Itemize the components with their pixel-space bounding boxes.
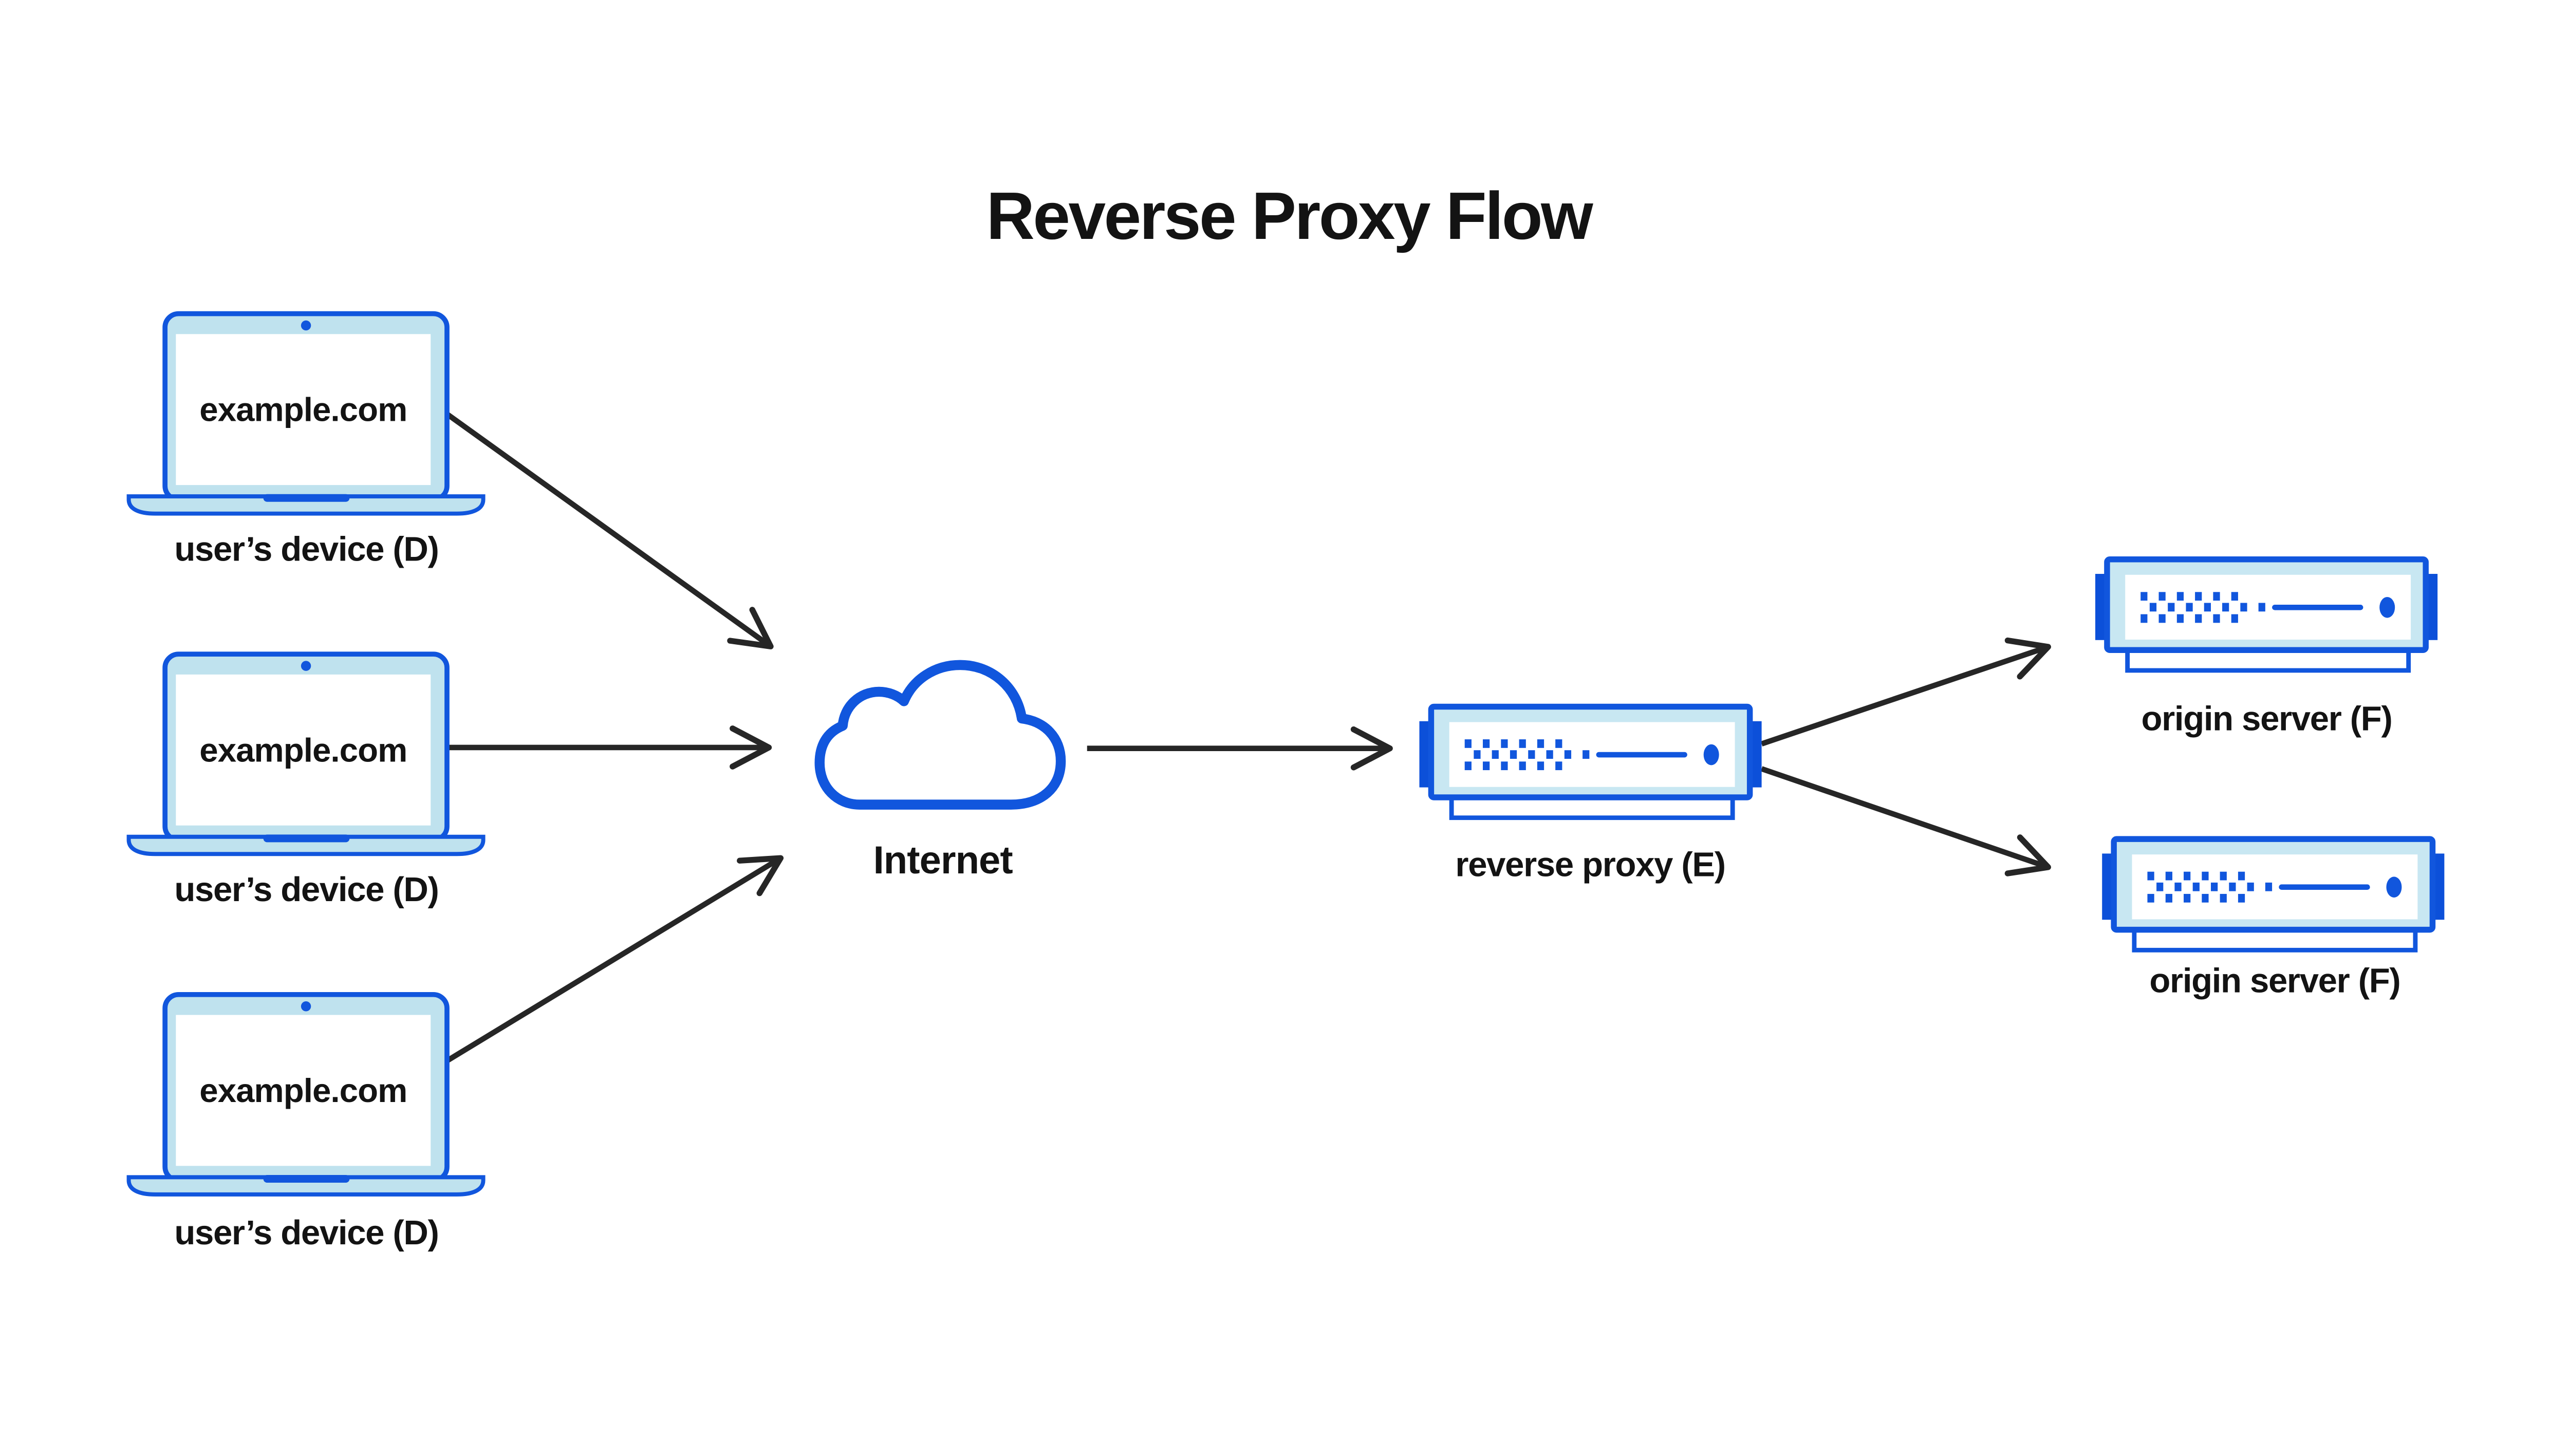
device-label: user’s device (D) [174, 1214, 438, 1252]
device-screen-text: example.com [199, 1072, 407, 1109]
device-label: user’s device (D) [174, 530, 438, 568]
page-title: Reverse Proxy Flow [986, 178, 1594, 253]
origin-server-1: origin server (F) [2095, 559, 2437, 738]
server-icon [2102, 839, 2444, 950]
reverse-proxy-node: reverse proxy (E) [1419, 707, 1761, 884]
device-label: user’s device (D) [174, 870, 438, 909]
server-icon [2095, 559, 2437, 670]
user-device-3: example.com user’s device (D) [129, 995, 483, 1252]
internet-node: Internet [814, 660, 1066, 882]
reverse-proxy-label: reverse proxy (E) [1455, 846, 1725, 884]
user-device-1: example.com user’s device (D) [129, 314, 483, 568]
origin-server-label: origin server (F) [2149, 961, 2400, 1000]
flow-arrows [442, 409, 2051, 1063]
arrow-device1-to-internet [442, 409, 774, 649]
device-screen-text: example.com [199, 391, 407, 428]
arrow-proxy-to-origin1 [1760, 637, 2051, 746]
origin-server-label: origin server (F) [2142, 699, 2392, 738]
origin-server-2: origin server (F) [2102, 839, 2444, 1000]
cloud-icon [814, 660, 1066, 810]
internet-label: Internet [873, 838, 1013, 882]
device-screen-text: example.com [199, 731, 407, 769]
arrow-device3-to-internet [446, 855, 784, 1063]
user-device-2: example.com user’s device (D) [129, 654, 483, 909]
server-icon [1419, 707, 1761, 818]
arrow-proxy-to-origin2 [1760, 766, 2051, 876]
